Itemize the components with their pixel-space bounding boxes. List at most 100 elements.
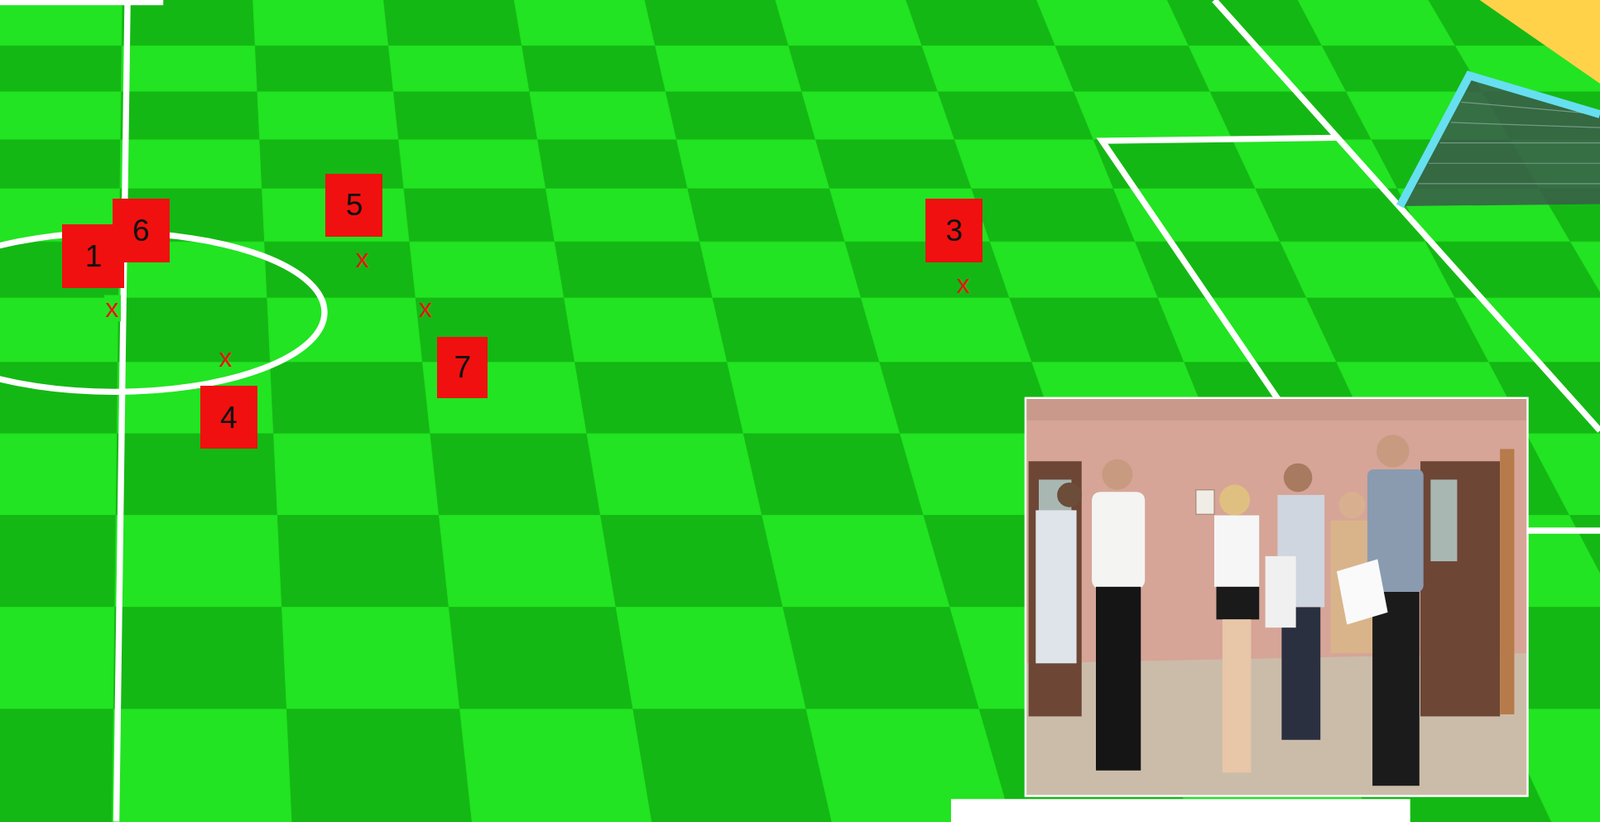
pitch-square bbox=[388, 45, 529, 92]
pitch-square bbox=[1255, 188, 1426, 242]
pitch-square bbox=[546, 188, 701, 242]
pitch-square bbox=[113, 607, 287, 710]
position-mark: x bbox=[216, 344, 234, 371]
pitch-square bbox=[687, 188, 846, 242]
pitch-square bbox=[273, 433, 440, 516]
pitch-square bbox=[438, 515, 616, 608]
pitch-square bbox=[989, 241, 1158, 298]
pitch-square bbox=[954, 139, 1114, 189]
pitch-square bbox=[0, 0, 123, 46]
pitch-square bbox=[121, 45, 258, 92]
pitch-square bbox=[1037, 0, 1190, 46]
pitch-square bbox=[655, 45, 803, 92]
callout-number: 1 bbox=[84, 240, 102, 272]
pitch-square bbox=[1167, 0, 1322, 46]
callout-number: 4 bbox=[220, 402, 238, 433]
pitch-square bbox=[529, 91, 678, 140]
pitch-square bbox=[0, 709, 114, 822]
pitch-square bbox=[538, 139, 688, 189]
pitch-square bbox=[906, 0, 1056, 46]
pitch-square bbox=[1297, 0, 1456, 46]
pitch-square bbox=[120, 139, 262, 189]
position-mark: x bbox=[417, 294, 434, 322]
pitch-square bbox=[403, 188, 555, 242]
pitch-square bbox=[1188, 45, 1346, 92]
pitch-square bbox=[1526, 433, 1600, 516]
pitch-square bbox=[1135, 241, 1307, 298]
photo-inset bbox=[1025, 398, 1528, 797]
pitch-square bbox=[762, 515, 951, 608]
callout-number: 3 bbox=[945, 215, 963, 246]
pitch-square bbox=[514, 0, 655, 46]
pitch-square bbox=[121, 0, 255, 46]
player-marker: 7 bbox=[437, 336, 489, 399]
pitch-square bbox=[522, 45, 667, 92]
callout-number: 7 bbox=[453, 351, 471, 383]
pitch-square bbox=[282, 607, 461, 710]
pitch-square bbox=[0, 607, 116, 710]
pitch-square bbox=[802, 91, 956, 140]
pitch-square bbox=[712, 297, 880, 363]
pitch-square bbox=[1055, 45, 1211, 92]
player-marker: 5 bbox=[325, 173, 383, 237]
pitch-square bbox=[564, 297, 728, 363]
pitch-square bbox=[815, 139, 971, 189]
pitch-square bbox=[254, 45, 394, 92]
pitch-square bbox=[0, 433, 117, 516]
callout-number: 5 bbox=[345, 189, 363, 221]
pitch-square bbox=[788, 45, 938, 92]
pitch-square bbox=[971, 188, 1136, 242]
pitch-square bbox=[586, 433, 763, 516]
player-marker: 4 bbox=[200, 385, 258, 449]
pitch-square bbox=[448, 607, 633, 710]
pitch-square bbox=[286, 709, 472, 822]
pitch-square bbox=[727, 362, 901, 434]
corner-panel bbox=[1479, 0, 1600, 84]
pitch-square bbox=[1210, 91, 1372, 140]
pitch-square bbox=[1280, 241, 1456, 298]
pitch-square bbox=[775, 0, 923, 46]
pitch-square bbox=[120, 91, 260, 140]
position-mark: x bbox=[104, 294, 121, 322]
position-mark: x bbox=[955, 271, 972, 298]
caption-box bbox=[951, 798, 1411, 822]
pitch-square bbox=[1074, 91, 1234, 140]
pitch-square bbox=[393, 91, 538, 140]
pitch-square bbox=[677, 139, 831, 189]
pitch-square bbox=[0, 362, 118, 434]
pitch-square bbox=[600, 515, 784, 608]
pitch-square bbox=[0, 139, 121, 189]
pitch-square bbox=[277, 515, 449, 608]
pitch-square bbox=[633, 709, 832, 822]
player-marker: 3 bbox=[925, 198, 983, 262]
pitch-square bbox=[937, 91, 1094, 140]
pitch-square bbox=[115, 515, 283, 608]
pitch-square bbox=[270, 362, 431, 434]
pitch-square bbox=[0, 297, 119, 363]
pitch-square bbox=[112, 709, 293, 822]
pitch-square bbox=[554, 241, 713, 298]
pitch-square bbox=[575, 362, 745, 434]
pitch-square bbox=[1571, 241, 1600, 298]
pitch-square bbox=[0, 45, 122, 92]
pitch-square bbox=[1321, 45, 1483, 92]
player-marker: 1 bbox=[62, 224, 125, 288]
pitch-square bbox=[117, 297, 270, 363]
pitch-square bbox=[0, 91, 122, 140]
pitch-square bbox=[860, 297, 1032, 363]
callout-number: 6 bbox=[132, 215, 150, 246]
pitch-square bbox=[460, 709, 653, 822]
pitch-square bbox=[384, 0, 523, 46]
pitch-square bbox=[409, 241, 565, 298]
position-mark: x bbox=[354, 245, 371, 273]
pitch-square bbox=[0, 515, 116, 608]
pitch-square bbox=[1009, 297, 1185, 363]
pitch-square bbox=[665, 91, 816, 140]
goal bbox=[1399, 75, 1600, 207]
pitch-square bbox=[783, 607, 980, 710]
pitch-square bbox=[615, 607, 807, 710]
pitch-square bbox=[922, 45, 1075, 92]
pitch-square bbox=[700, 241, 862, 298]
